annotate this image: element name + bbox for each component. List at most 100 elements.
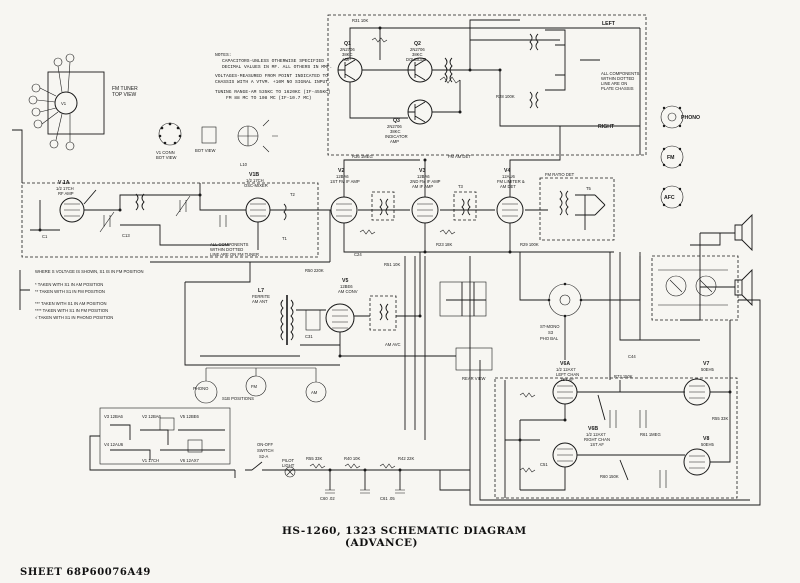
power-supply: V3 12BA6 V2 12BA6 V5 12BE6 V4 12AU6 V1 1…	[89, 407, 470, 501]
s1b-am: AM	[311, 390, 318, 395]
v6a-channel: LEFT CHAN	[556, 372, 579, 377]
phono-jack-label: PHONO	[681, 115, 700, 121]
legend-line-3: *** TAKEN WITH S1 IN AM POSITION	[35, 301, 107, 306]
res-r36: R36 1MEG	[352, 154, 373, 159]
all-components-note-3: PLATE CHASSIS	[601, 86, 634, 91]
v1b-type: 1/2 17CH	[246, 178, 264, 183]
v7-label: V7	[703, 361, 709, 367]
q1-label: Q1	[344, 41, 351, 47]
q1-freq: 38KC	[342, 52, 352, 57]
fm-tuner-section: V 1A 1/2 17CH RF AMP V1B 1/2 17CH OSC-MI…	[21, 172, 330, 258]
v3-func-2: AM IF AMP	[412, 184, 433, 189]
cap-c24: C24	[354, 252, 362, 257]
switch-legend: WHERE S VOLTAGE IS SHOWN, S1 IS IN FM PO…	[12, 129, 144, 320]
q3-freq: 38KC	[390, 129, 400, 134]
s1b-phono: PHONO	[193, 386, 209, 391]
all-components-note-1: WITHIN DOTTED	[601, 76, 634, 81]
v6b-label: V6B	[588, 426, 598, 432]
v5-func: AM CONV	[338, 289, 358, 294]
coil-t5: T5	[586, 186, 592, 191]
left-output-label: LEFT	[602, 21, 616, 27]
q3-func-2: AMP	[390, 139, 399, 144]
res-r70: R61 1MEG	[640, 432, 661, 437]
on-off-label: ON-OFF	[257, 442, 273, 447]
coil-t3: T3	[458, 184, 464, 189]
tube-v1b	[245, 197, 271, 223]
heater-v3: V3 12BA6	[104, 414, 124, 419]
diagram-title: HS-1260, 1323 SCHEMATIC DIAGRAM	[282, 525, 527, 537]
v6b-func: 1ST AF	[590, 442, 604, 447]
input-jacks: PHONO FM AFC	[660, 105, 700, 209]
res-r23: R23 18K	[436, 242, 453, 247]
diagram-subtitle: (ADVANCE)	[345, 537, 418, 549]
q3-type: 2N2706	[387, 124, 402, 129]
q1-type: 2N2706	[340, 47, 355, 52]
heater-v5: V5 12BE6	[180, 414, 200, 419]
res-r31: R31 10K	[352, 18, 369, 23]
l7-type: FERRITE	[252, 294, 270, 299]
notes-line-3: VOLTAGES-MEASURED FROM POINT INDICATED T…	[215, 73, 328, 79]
v6a-func: 1ST AF	[560, 377, 574, 382]
cap-c31: C31	[305, 334, 313, 339]
bus-lines	[404, 252, 761, 506]
notes-block: NOTES: CAPACITORS-UNLESS OTHERWISE SPECI…	[215, 52, 332, 101]
stereo-mono-switch: ST-MONO S3 PHO BAL	[519, 252, 641, 360]
cap-c60: C60 .02	[320, 496, 335, 501]
speakers	[680, 213, 753, 321]
res-r40: R40 10K	[344, 456, 361, 461]
v4-func: FM LIMITER &	[497, 179, 525, 184]
v3-label: V3	[419, 168, 425, 174]
v6a-label: V6A	[560, 361, 570, 367]
v2-func: 1ST FM IF AMP	[330, 179, 360, 184]
v1b-func: OSC-MIXER	[244, 183, 268, 188]
fm-tuner-note-0: ALL COMPONENTS	[210, 242, 249, 247]
v2-label: V2	[338, 168, 344, 174]
res-r61: R55 33K	[712, 416, 729, 421]
legend-line-2: ** TAKEN WITH S1 IN FM POSITION	[35, 289, 105, 294]
v2-type: 12BA6	[336, 174, 349, 179]
cap-c44: C44	[628, 354, 636, 359]
coil-l10-label: L10	[240, 162, 248, 167]
socket-views: V1 CONN BOT VIEW BOT VIEW L10	[156, 119, 278, 167]
res-r64: R60 150K	[600, 474, 619, 479]
pilot-sub: LIGHT	[282, 463, 295, 468]
q2-label: Q2	[414, 41, 421, 47]
rear-view-label: REAR VIEW	[462, 376, 486, 381]
q3-func: INDICATOR	[385, 134, 408, 139]
all-components-note-0: ALL COMPONENTS	[601, 71, 640, 76]
v8-type: 50EH5	[701, 442, 714, 447]
st-mono-label: ST-MONO	[540, 324, 560, 329]
fm-tuner-v1-label: V1	[61, 101, 67, 106]
fm-tuner-subtitle: TOP VIEW	[112, 92, 137, 98]
title-block: HS-1260, 1323 SCHEMATIC DIAGRAM (ADVANCE…	[20, 525, 527, 578]
fm-ratio-det-label: FM RATIO DET	[545, 172, 575, 177]
heater-v6: V6 12AX7	[180, 458, 200, 463]
s1b-switch: PHONO FM AM S1B POSITIONS	[193, 367, 327, 404]
output-panel	[651, 255, 739, 321]
on-off-switch: SWITCH	[257, 448, 274, 453]
v4-func-2: AM DET	[500, 184, 516, 189]
pilot-label: PILOT	[282, 458, 295, 463]
if-strip: V2 12BA6 1ST FM IF AMP V3 12BA6 2ND FM I…	[330, 126, 615, 257]
on-off-ref: S2-A	[259, 454, 269, 459]
v1a-label: V 1A	[58, 180, 70, 186]
v6b-type: 1/2 12AX7	[586, 432, 606, 437]
audio-section: V6A 1/2 12AX7 LEFT CHAN 1ST AF V6B 1/2 1…	[494, 320, 738, 499]
st-mono-switch: S3	[548, 330, 554, 335]
legend-line-0: WHERE S VOLTAGE IS SHOWN, S1 IS IN FM PO…	[35, 269, 144, 274]
tube-v1a	[59, 197, 85, 223]
fm-tuner-note-1: WITHIN DOTTED	[210, 247, 243, 252]
stereo-demodulator: Q1 2N2706 38KC AMP Q2 2N2706 38KC DOUBLE…	[327, 14, 647, 156]
switch-section-center: REAR VIEW	[150, 210, 493, 381]
q2-func: DOUBLER	[406, 57, 426, 62]
v5-label: V5	[342, 278, 348, 284]
res-r73: R73 150K	[614, 374, 633, 379]
v1b-label: V1B	[249, 172, 259, 178]
s1b-positions: S1B POSITIONS	[222, 396, 254, 401]
v6b-channel: RIGHT CHAN	[584, 437, 610, 442]
q3-label: Q3	[393, 118, 400, 124]
legend-line-5: √ TAKEN WITH S1 IN PHONO POSITION	[35, 315, 113, 320]
v1-conn-view: BOT VIEW	[156, 155, 176, 160]
right-output-label: RIGHT	[598, 124, 615, 130]
